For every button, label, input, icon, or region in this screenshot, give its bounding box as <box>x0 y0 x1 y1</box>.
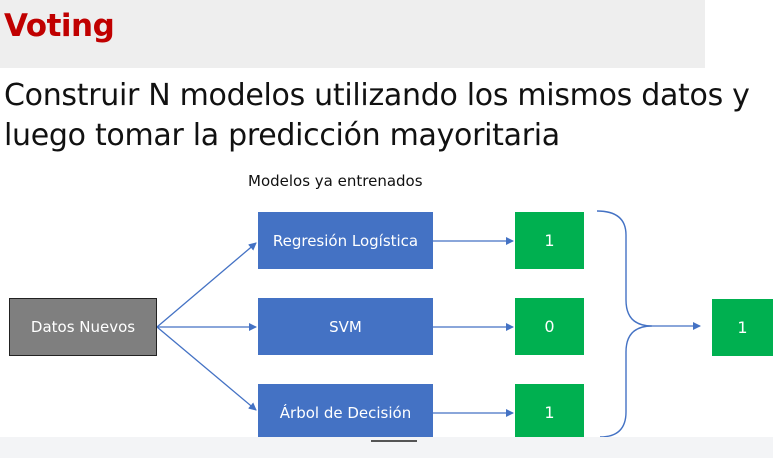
prediction-box-3: 1 <box>515 384 584 441</box>
prediction-box-1: 1 <box>515 212 584 269</box>
arrow-input-to-model-1 <box>156 242 257 328</box>
arrow-input-to-model-3 <box>156 326 257 411</box>
bottom-strip <box>0 437 773 458</box>
final-prediction-box: 1 <box>712 299 773 356</box>
model-box-logistic-regression: Regresión Logística <box>258 212 433 269</box>
input-data-box: Datos Nuevos <box>9 298 157 356</box>
model-box-svm: SVM <box>258 298 433 355</box>
prediction-box-2: 0 <box>515 298 584 355</box>
bottom-dash <box>371 440 417 442</box>
curly-brace <box>596 210 653 438</box>
slide-title: Voting <box>4 8 115 44</box>
title-bar <box>0 0 705 68</box>
model-box-decision-tree: Árbol de Decisión <box>258 384 433 441</box>
slide-subtitle: Construir N modelos utilizando los mismo… <box>4 78 750 153</box>
diagram-caption: Modelos ya entrenados <box>248 172 423 190</box>
